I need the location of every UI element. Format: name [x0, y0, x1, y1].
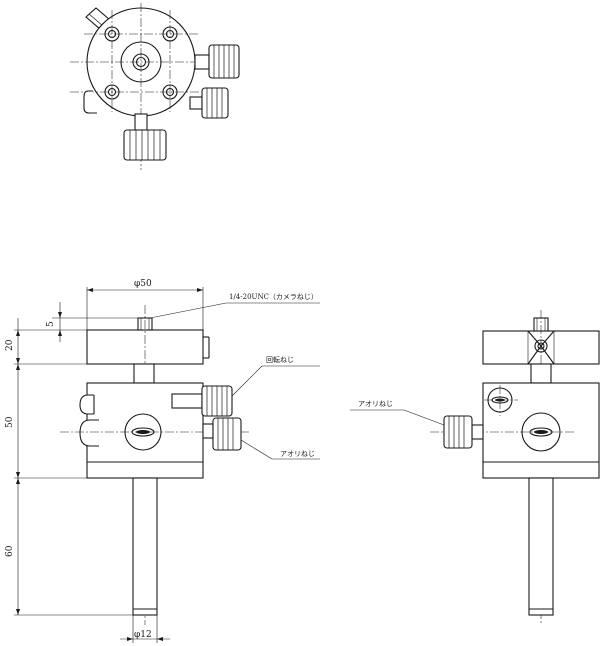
- tilt-screw-label-side: アオリねじ: [358, 400, 393, 408]
- front-view-tilt-knob: [202, 417, 242, 451]
- top-view-right-knob-upper: [194, 44, 240, 79]
- front-view: φ50 1/4-20UNC（カメラねじ）: [5, 279, 320, 643]
- top-view-left-lobe: [83, 90, 97, 114]
- dim-phi50-label: φ50: [134, 279, 152, 289]
- side-view-post: [528, 477, 554, 616]
- rotation-screw-label: 回転ねじ: [266, 356, 294, 364]
- top-view: [70, 3, 240, 170]
- dim-5-label: 5: [46, 321, 56, 327]
- top-view-center-bore: [120, 41, 162, 83]
- dim-20-label: 20: [5, 339, 15, 351]
- top-view-bottom-knob: [123, 113, 167, 161]
- top-view-mount-hole-bl: [104, 84, 120, 100]
- top-view-right-knob-lower: [189, 87, 229, 119]
- top-view-mount-hole-br: [162, 84, 178, 100]
- dim-50-label: 50: [5, 416, 15, 428]
- top-view-mount-hole-tl: [104, 26, 120, 42]
- front-view-rotation-knob: [171, 385, 233, 417]
- front-view-post: [132, 477, 158, 616]
- dim-60-label: 60: [5, 545, 15, 557]
- camera-screw-label: 1/4-20UNC（カメラねじ）: [229, 293, 318, 301]
- top-view-mount-hole-tr: [162, 26, 178, 42]
- side-view-tilt-knob: [443, 415, 484, 449]
- tilt-screw-label-front: アオリねじ: [280, 450, 315, 458]
- side-view: アオリねじ: [350, 310, 600, 625]
- dim-phi12-label: φ12: [134, 630, 152, 640]
